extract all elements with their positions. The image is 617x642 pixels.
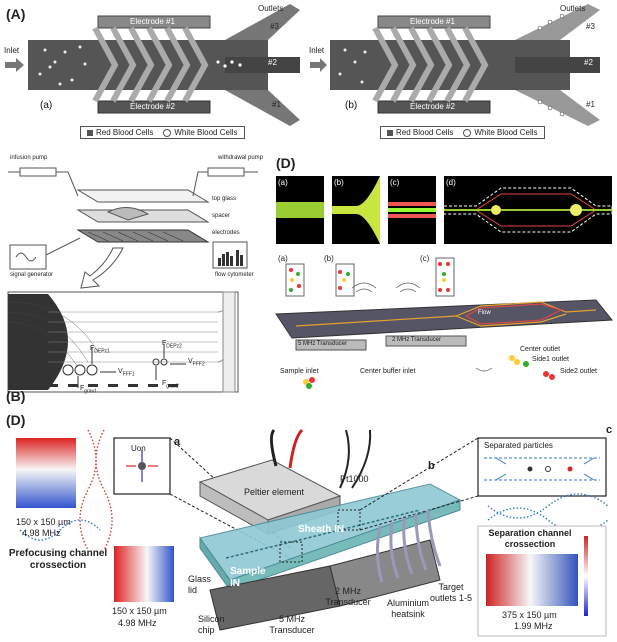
infusion-pump-label: infusion pump (10, 155, 48, 161)
transducer-5mhz-label-top: 5 MHz Transducer (298, 341, 348, 347)
chip-sub-c: (c) (420, 254, 430, 263)
target-outlets-label: Target outlets 1-5 (429, 582, 473, 603)
pt1000-label: Pt1000 (340, 474, 369, 484)
outlet2-label-a: #2 (268, 58, 277, 67)
electrode2-label-a: Electrode #2 (130, 102, 175, 111)
thumb-b-label: (b) (334, 178, 344, 187)
label-a: a (174, 436, 181, 448)
panel-d-bottom-label: (D) (6, 412, 26, 428)
withdrawal-pump-label: withdrawal pump (218, 155, 264, 161)
thumb-a-label: (a) (278, 178, 288, 187)
outlet3-label-a: #3 (270, 22, 279, 31)
legend-a: Red Blood Cells White Blood Cells (80, 126, 245, 139)
center-outlet-label: Center outlet (520, 346, 561, 353)
sub-b-label: (b) (345, 100, 358, 111)
transducer-5mhz-label: 5 MHz Transducer (269, 614, 315, 635)
acoustophoresis-thumbnails (276, 176, 613, 244)
sep-freq-label: 1.99 MHz (514, 621, 553, 631)
sheath-in-label: Sheath IN (298, 524, 345, 535)
heatsink-label: Aluminium heatsink (386, 598, 429, 619)
label-c: c (606, 424, 613, 436)
pref-freq-label-2: 4.98 MHz (118, 618, 157, 628)
thumb-c-label: (c) (390, 178, 400, 187)
side2-outlet-label: Side2 outlet (560, 368, 597, 375)
sub-a-label: (a) (40, 100, 53, 111)
legend-white-item-a: White Blood Cells (163, 128, 238, 137)
legend-white-item-b: White Blood Cells (463, 128, 538, 137)
panel-d-top-label: (D) (276, 155, 296, 171)
legend-red-item-a: Red Blood Cells (87, 128, 153, 137)
sample-in-label: Sample IN (230, 566, 266, 589)
legend-red-item-b: Red Blood Cells (387, 128, 453, 137)
prefocusing-title: Prefocusing channel crossection (8, 548, 108, 571)
flow-label: Flow (478, 310, 491, 316)
chip-sub-a: (a) (278, 254, 288, 263)
sample-inlet-label: Sample inlet (280, 368, 319, 375)
outlet1-label-a: #1 (272, 100, 281, 109)
electrode1-label-a: Electrode #1 (130, 17, 175, 26)
separation-title: Separation channel crossection (488, 528, 572, 549)
panel-a-label: (A) (6, 6, 26, 22)
outlet3-label-b: #3 (586, 22, 595, 31)
separated-particles-label: Separated particles (484, 441, 553, 450)
thumb-d-label: (d) (446, 178, 456, 187)
uon-label: Uon (131, 444, 146, 453)
dep-chevron-diagram-a (5, 4, 300, 126)
dep-fff-crosssection (7, 291, 239, 393)
chip-sub-b: (b) (324, 254, 334, 263)
label-b: b (428, 460, 435, 472)
fgrav1-label: Fgrav1 (80, 385, 97, 395)
legend-b: Red Blood Cells White Blood Cells (380, 126, 545, 139)
silicon-chip-label: Silicon chip (198, 614, 225, 635)
fdep2-label: FDEPz2 (162, 340, 182, 350)
center-buffer-label: Center buffer inlet (360, 368, 416, 375)
acoustic-chip-setup (16, 428, 609, 637)
outlet1-label-b: #1 (586, 100, 595, 109)
top-glass-label: top glass (212, 196, 237, 202)
sep-size-label: 375 x 150 µm (502, 610, 557, 620)
electrodes-label: electrodes (212, 230, 240, 236)
spacer-label: spacer (212, 213, 231, 219)
pref-size-label-2: 150 x 150 µm (112, 606, 167, 616)
side1-outlet-label: Side1 outlet (532, 356, 569, 363)
vfff2-label: VFFF2 (188, 358, 205, 368)
glass-lid-label: Glass lid (188, 574, 212, 595)
vfff1-label: VFFF1 (118, 368, 135, 378)
pref-freq-label: 4.98 MHz (22, 528, 61, 538)
fgrav2-label: Fgrav2 (162, 380, 179, 390)
panel-b-label: (B) (6, 388, 26, 404)
transducer-2mhz-label-top: 2 MHz Transducer (392, 337, 442, 343)
outlets-label-a: Outlets (258, 4, 284, 13)
flow-cytometer-label: flow cytometer (215, 272, 254, 278)
dep-chevron-diagram-b (310, 4, 600, 126)
outlets-label-b: Outlets (560, 4, 586, 13)
fdep1-label: FDEPz1 (90, 345, 110, 355)
signal-generator-label: signal generator (10, 272, 54, 278)
electrode1-label-b: Electrode #1 (410, 17, 455, 26)
acoustophoresis-chip (275, 257, 613, 389)
outlet2-label-b: #2 (584, 58, 593, 67)
peltier-label: Peltier element (244, 487, 305, 497)
inlet-label-a: Inlet (4, 46, 20, 55)
pref-size-label: 150 x 150 µm (16, 517, 71, 527)
inlet-label-b: Inlet (309, 46, 325, 55)
transducer-2mhz-label: 2 MHz Transducer (325, 586, 371, 607)
dep-fff-setup-diagram (8, 167, 258, 289)
electrode2-label-b: Electrode #2 (410, 102, 455, 111)
